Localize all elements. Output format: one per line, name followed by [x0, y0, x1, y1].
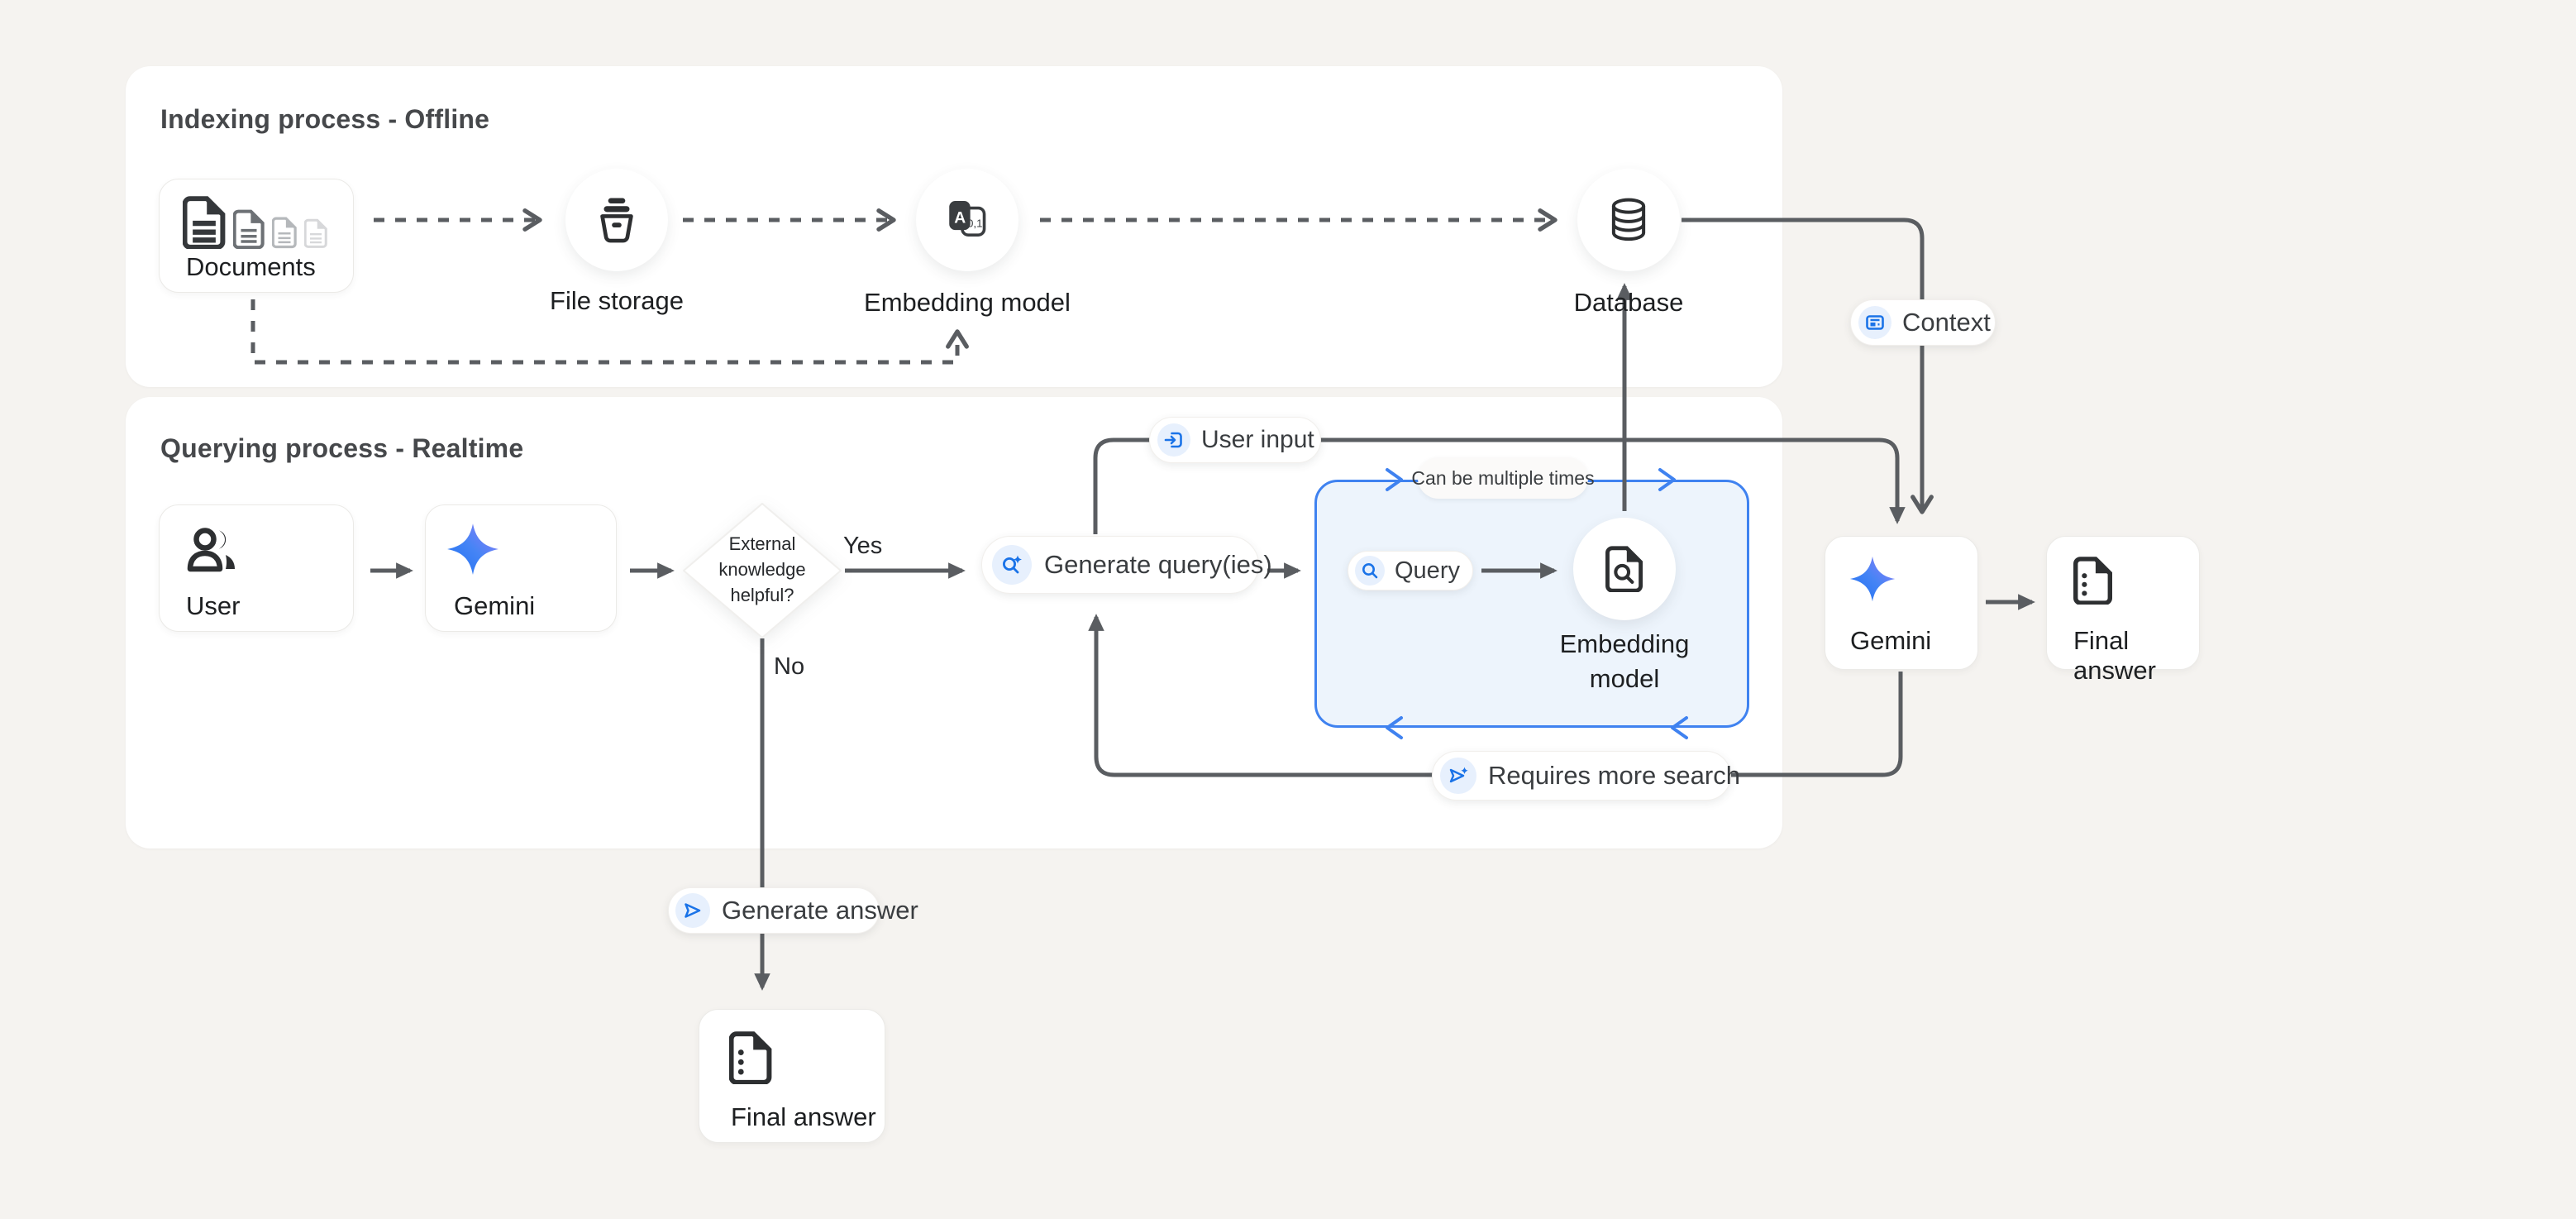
documents-label: Documents: [186, 252, 316, 281]
documents-icon: [183, 196, 327, 249]
loop-chevron-bottom-left-icon: [1386, 716, 1403, 739]
edge-documents-to-embedding-feedback: [250, 299, 969, 365]
query-search-icon: [1355, 556, 1385, 586]
documents-node: Documents: [159, 179, 354, 293]
user-input-pill: User input: [1149, 417, 1321, 463]
file-storage-label: File storage: [550, 286, 684, 315]
requires-more-search-pill: Requires more search: [1432, 751, 1740, 801]
embedding-model-offline-node: 0,1 A: [916, 169, 1018, 271]
storage-bucket-icon: [600, 198, 633, 243]
final-answer-doc-icon: [2073, 557, 2113, 605]
decision-diamond: [676, 496, 848, 649]
database-icon: [1611, 198, 1646, 241]
loop-chevron-bottom-right-icon: [1671, 716, 1688, 739]
final-answer-doc-icon: [729, 1031, 772, 1084]
can-be-multiple-times-note: Can be multiple times: [1411, 457, 1595, 499]
gemini-answer-label: Gemini: [1850, 626, 1932, 655]
retrieval-loop-box: [1314, 480, 1749, 728]
gemini-star-icon: [1849, 556, 1896, 602]
embedding-model-query-label: Embedding model: [1559, 629, 1690, 693]
user-label: User: [186, 591, 241, 620]
gemini-answer-node: Gemini: [1825, 536, 1978, 670]
document-search-icon: [1605, 546, 1643, 592]
final-answer-right-node: Final answer: [2046, 536, 2200, 685]
requires-more-search-label: Requires more search: [1488, 761, 1740, 790]
embedding-model-offline-label: Embedding model: [864, 288, 1071, 317]
context-label: Context: [1902, 308, 1991, 337]
no-label: No: [774, 653, 805, 680]
generate-answer-pill: Generate answer: [668, 887, 918, 934]
querying-panel-title: Querying process - Realtime: [160, 433, 524, 463]
indexing-panel-title: Indexing process - Offline: [160, 104, 490, 134]
gemini-main-label: Gemini: [454, 591, 536, 620]
loop-chevron-top-right-icon: [1658, 468, 1676, 491]
user-node: User: [159, 504, 354, 632]
generate-answer-label: Generate answer: [722, 896, 918, 925]
user-input-label: User input: [1201, 426, 1314, 453]
context-pill: Context: [1850, 299, 1996, 346]
generate-queries-icon: [992, 545, 1032, 585]
final-answer-bottom-node: Final answer: [699, 1009, 885, 1143]
embedding-model-query-node: [1573, 518, 1676, 620]
can-be-multiple-times-label: Can be multiple times: [1411, 466, 1595, 489]
user-group-icon: [187, 528, 235, 572]
context-icon: [1858, 306, 1891, 339]
gemini-star-icon: [447, 523, 499, 575]
svg-text:A: A: [954, 210, 966, 227]
embedding-model-icon: 0,1 A: [949, 201, 986, 237]
svg-text:0,1: 0,1: [967, 217, 982, 229]
final-answer-right-label: Final answer: [2073, 626, 2156, 685]
database-node: [1577, 169, 1680, 271]
decision-text: External knowledge helpful?: [718, 533, 806, 605]
final-answer-bottom-label: Final answer: [731, 1102, 876, 1131]
file-storage-node: [565, 169, 668, 271]
query-label: Query: [1395, 557, 1460, 584]
generate-queries-label: Generate query(ies): [1044, 550, 1272, 579]
gemini-main-node: Gemini: [425, 504, 617, 632]
generate-answer-icon: [675, 893, 710, 928]
edge-user-input-to-gemini: [1093, 437, 1906, 534]
user-input-icon: [1157, 423, 1190, 457]
requires-more-search-icon: [1440, 758, 1476, 794]
query-pill: Query: [1348, 551, 1473, 590]
edge-database-context-to-gemini: [1682, 218, 1934, 514]
yes-label: Yes: [843, 533, 883, 559]
generate-queries-pill: Generate query(ies): [981, 536, 1272, 594]
database-label: Database: [1573, 288, 1684, 317]
loop-chevron-top-left-icon: [1386, 468, 1403, 491]
